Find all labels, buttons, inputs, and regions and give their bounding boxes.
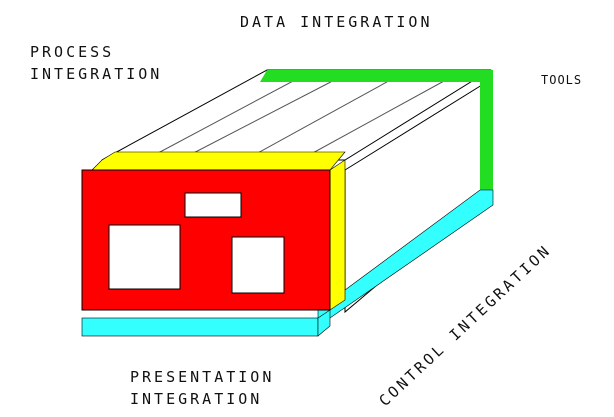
data-integration-edge: [260, 70, 493, 190]
tool-divider-line: [244, 71, 406, 161]
tool-divider-line: [144, 71, 311, 161]
presentation-integration-label-line2: INTEGRATION: [130, 390, 262, 408]
tool-divider-line: [299, 74, 456, 161]
window-top: [184, 192, 242, 218]
process-integration-label-line1: PROCESS: [30, 43, 114, 61]
process-integration-strip: [91, 151, 346, 171]
presentation-integration-label-line1: PRESENTATION: [130, 368, 274, 386]
presentation-base-strip: [81, 317, 319, 337]
data-integration-label: DATA INTEGRATION: [240, 13, 433, 31]
window-right: [231, 236, 285, 294]
process-integration-side-strip: [329, 159, 346, 311]
tool-divider-lines: [144, 71, 456, 161]
presentation-base-side: [317, 309, 331, 337]
window-left: [108, 224, 181, 290]
process-integration-label-line2: INTEGRATION: [30, 65, 162, 83]
tools-label: TOOLS: [541, 73, 582, 87]
tool-divider-line: [179, 71, 351, 161]
